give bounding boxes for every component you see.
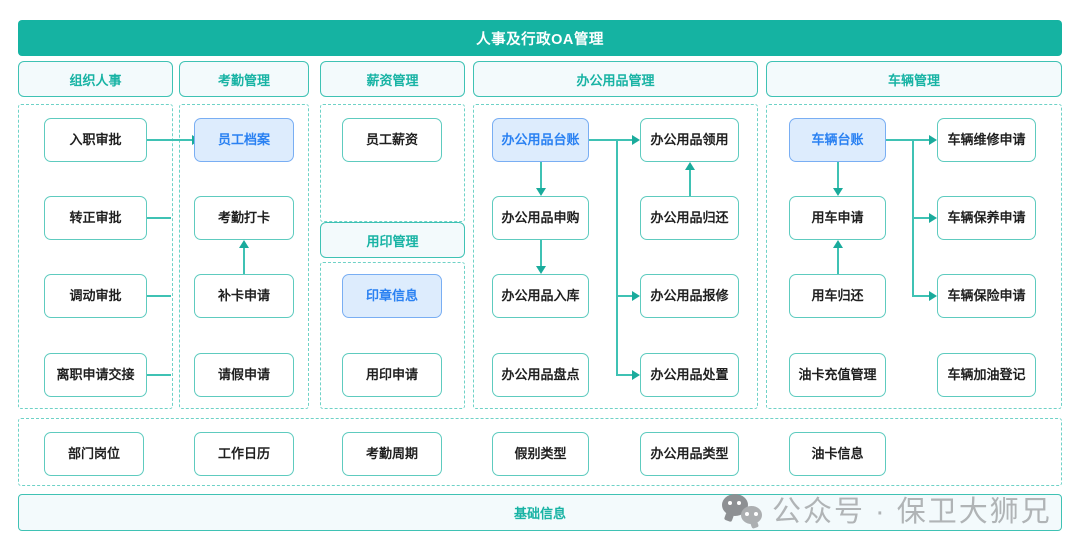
node-leave-request[interactable]: 请假申请 bbox=[194, 353, 294, 397]
node-vehicle-maintenance-request[interactable]: 车辆保养申请 bbox=[937, 196, 1036, 240]
connector-purchase-to-inbound bbox=[540, 240, 542, 266]
connector-resignation-stub bbox=[147, 374, 171, 376]
panel-office-supplies bbox=[473, 104, 758, 409]
node-vehicle-ledger[interactable]: 车辆台账 bbox=[789, 118, 886, 162]
arrowhead-trunk-to-vehicle-maintenance bbox=[929, 213, 937, 223]
node-transfer-approval[interactable]: 调动审批 bbox=[44, 274, 147, 318]
panel-org-hr bbox=[18, 104, 173, 409]
connector-supplies-trunk bbox=[616, 139, 618, 375]
arrowhead-trunk-to-repair bbox=[632, 291, 640, 301]
panel-vehicle bbox=[766, 104, 1062, 409]
connector-return-to-requisition bbox=[689, 170, 691, 196]
node-fuel-card-recharge[interactable]: 油卡充值管理 bbox=[789, 353, 886, 397]
node-clock-supplement-request[interactable]: 补卡申请 bbox=[194, 274, 294, 318]
page-title: 人事及行政OA管理 bbox=[18, 20, 1062, 56]
connector-trunk-to-vehicle-maintenance bbox=[912, 217, 933, 219]
node-supplies-inbound[interactable]: 办公用品入库 bbox=[492, 274, 589, 318]
node-leave-type[interactable]: 假别类型 bbox=[492, 432, 589, 476]
node-department-position[interactable]: 部门岗位 bbox=[44, 432, 144, 476]
node-seal-info[interactable]: 印章信息 bbox=[342, 274, 442, 318]
node-supplies-purchase[interactable]: 办公用品申购 bbox=[492, 196, 589, 240]
connector-regularization-stub bbox=[147, 217, 171, 219]
node-employee-salary[interactable]: 员工薪资 bbox=[342, 118, 442, 162]
tab-office-supplies[interactable]: 办公用品管理 bbox=[473, 61, 758, 97]
node-supplies-requisition[interactable]: 办公用品领用 bbox=[640, 118, 739, 162]
tab-org-hr[interactable]: 组织人事 bbox=[18, 61, 173, 97]
connector-ledger-trunk-top bbox=[589, 139, 618, 141]
arrowhead-ledger-to-purchase bbox=[536, 188, 546, 196]
node-attendance-clock[interactable]: 考勤打卡 bbox=[194, 196, 294, 240]
node-vehicle-refuel-record[interactable]: 车辆加油登记 bbox=[937, 353, 1036, 397]
node-work-calendar[interactable]: 工作日历 bbox=[194, 432, 294, 476]
arrowhead-trunk-to-requisition bbox=[632, 135, 640, 145]
connector-trunk-to-disposal bbox=[616, 374, 636, 376]
connector-trunk-to-vehicle-repair bbox=[912, 139, 933, 141]
node-vehicle-use-request[interactable]: 用车申请 bbox=[789, 196, 886, 240]
node-vehicle-return[interactable]: 用车归还 bbox=[789, 274, 886, 318]
node-supplies-repair[interactable]: 办公用品报修 bbox=[640, 274, 739, 318]
connector-trunk-to-requisition bbox=[616, 139, 636, 141]
connector-ledger-to-purchase bbox=[540, 162, 542, 188]
panel-attendance bbox=[179, 104, 309, 409]
node-vehicle-repair-request[interactable]: 车辆维修申请 bbox=[937, 118, 1036, 162]
arrowhead-trunk-to-vehicle-repair bbox=[929, 135, 937, 145]
node-supplies-disposal[interactable]: 办公用品处置 bbox=[640, 353, 739, 397]
connector-transfer-stub bbox=[147, 295, 171, 297]
arrowhead-vehicle-ledger-to-use bbox=[833, 188, 843, 196]
connector-supplement-to-clock bbox=[243, 248, 245, 274]
tab-attendance[interactable]: 考勤管理 bbox=[179, 61, 309, 97]
arrowhead-supplement-to-clock bbox=[239, 240, 249, 248]
arrowhead-trunk-to-vehicle-insurance bbox=[929, 291, 937, 301]
node-fuel-card-info[interactable]: 油卡信息 bbox=[789, 432, 886, 476]
arrowhead-vehicle-return-to-use bbox=[833, 240, 843, 248]
subtab-seal-management[interactable]: 用印管理 bbox=[320, 222, 465, 258]
basic-info-bar: 基础信息 bbox=[18, 494, 1062, 531]
node-employee-file[interactable]: 员工档案 bbox=[194, 118, 294, 162]
connector-trunk-to-repair bbox=[616, 295, 636, 297]
node-attendance-cycle[interactable]: 考勤周期 bbox=[342, 432, 442, 476]
node-supplies-type[interactable]: 办公用品类型 bbox=[640, 432, 739, 476]
tab-vehicle[interactable]: 车辆管理 bbox=[766, 61, 1062, 97]
node-resignation-handover[interactable]: 离职申请交接 bbox=[44, 353, 147, 397]
connector-vehicle-ledger-to-use bbox=[837, 162, 839, 188]
node-supplies-stocktake[interactable]: 办公用品盘点 bbox=[492, 353, 589, 397]
connector-onboarding-to-employee-file bbox=[147, 139, 195, 141]
panel-seal bbox=[320, 262, 465, 409]
node-supplies-return[interactable]: 办公用品归还 bbox=[640, 196, 739, 240]
connector-trunk-to-vehicle-insurance bbox=[912, 295, 933, 297]
arrowhead-return-to-requisition bbox=[685, 162, 695, 170]
panel-payroll bbox=[320, 104, 465, 222]
connector-vehicle-trunk-top bbox=[886, 139, 914, 141]
arrowhead-trunk-to-disposal bbox=[632, 370, 640, 380]
tab-payroll[interactable]: 薪资管理 bbox=[320, 61, 465, 97]
arrowhead-purchase-to-inbound bbox=[536, 266, 546, 274]
node-seal-usage-request[interactable]: 用印申请 bbox=[342, 353, 442, 397]
node-vehicle-insurance-request[interactable]: 车辆保险申请 bbox=[937, 274, 1036, 318]
node-regularization-approval[interactable]: 转正审批 bbox=[44, 196, 147, 240]
panel-basic-info bbox=[18, 418, 1062, 486]
connector-vehicle-return-to-use bbox=[837, 248, 839, 274]
node-onboarding-approval[interactable]: 入职审批 bbox=[44, 118, 147, 162]
node-supplies-ledger[interactable]: 办公用品台账 bbox=[492, 118, 589, 162]
